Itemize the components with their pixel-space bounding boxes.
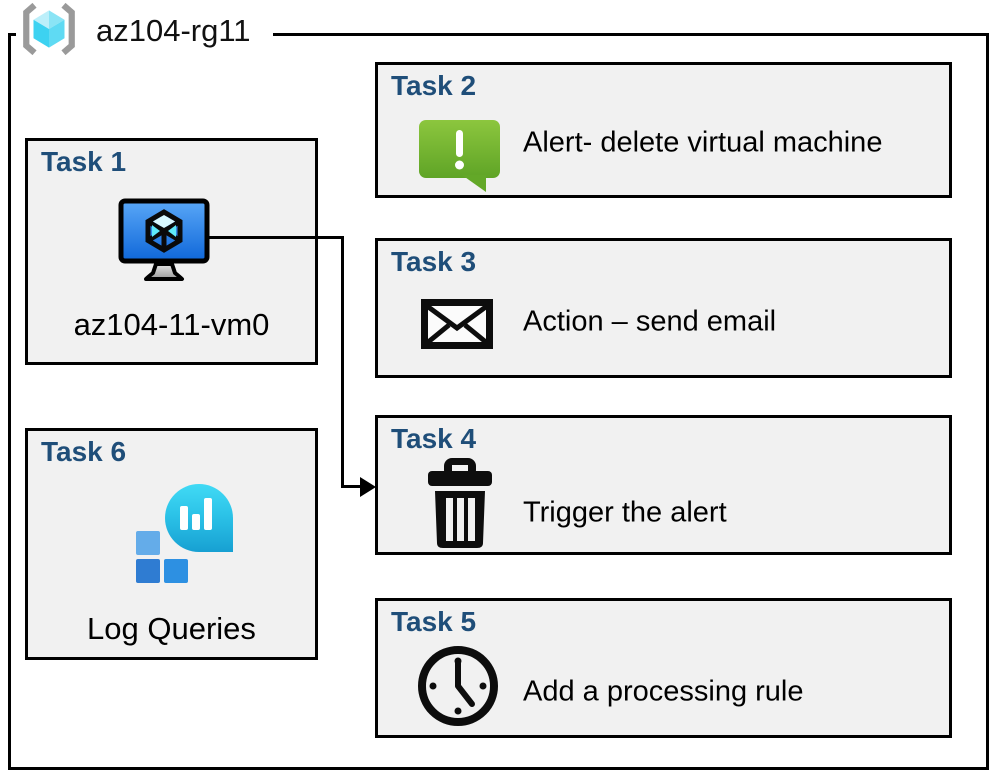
resource-group-icon xyxy=(18,2,80,61)
task3-label: Action – send email xyxy=(523,305,777,338)
task2-label: Alert- delete virtual machine xyxy=(523,126,883,159)
task3-box: Task 3 Action – send email xyxy=(375,238,952,378)
log-drop-shape xyxy=(165,484,233,552)
task5-label: Add a processing rule xyxy=(523,675,804,708)
clock-icon xyxy=(416,644,500,733)
task1-header: Task 1 xyxy=(41,146,127,177)
trash-icon xyxy=(420,456,500,556)
resource-group-frame xyxy=(8,33,989,770)
task6-label: Log Queries xyxy=(87,611,256,646)
task1-box: Task 1 az104-11-vm0 xyxy=(25,138,318,365)
connector-segment-horizontal-bottom xyxy=(341,485,363,488)
task6-box: Task 6 Log Queries xyxy=(25,428,318,660)
task4-header: Task 4 xyxy=(391,423,477,454)
task5-box: Task 5 Add a processing rule xyxy=(375,598,952,738)
virtual-machine-icon xyxy=(118,198,210,293)
log-analytics-icon xyxy=(133,480,236,593)
task4-box: Task 4 Trigger the alert xyxy=(375,415,952,555)
task6-header: Task 6 xyxy=(41,436,127,467)
resource-group-title: az104-rg11 xyxy=(96,13,251,48)
email-icon xyxy=(421,299,493,354)
resource-group-header: az104-rg11 xyxy=(16,2,273,60)
connector-arrowhead-icon xyxy=(360,477,376,497)
task2-box: Task 2 Alert- delete virtual machine xyxy=(375,62,952,198)
task2-header: Task 2 xyxy=(391,70,477,101)
task4-label: Trigger the alert xyxy=(523,496,727,529)
connector-segment-vertical xyxy=(341,236,344,488)
alert-icon xyxy=(416,115,504,204)
task3-header: Task 3 xyxy=(391,246,477,277)
task5-header: Task 5 xyxy=(391,606,477,637)
task1-label: az104-11-vm0 xyxy=(73,307,270,342)
connector-segment-horizontal-top xyxy=(205,236,344,239)
